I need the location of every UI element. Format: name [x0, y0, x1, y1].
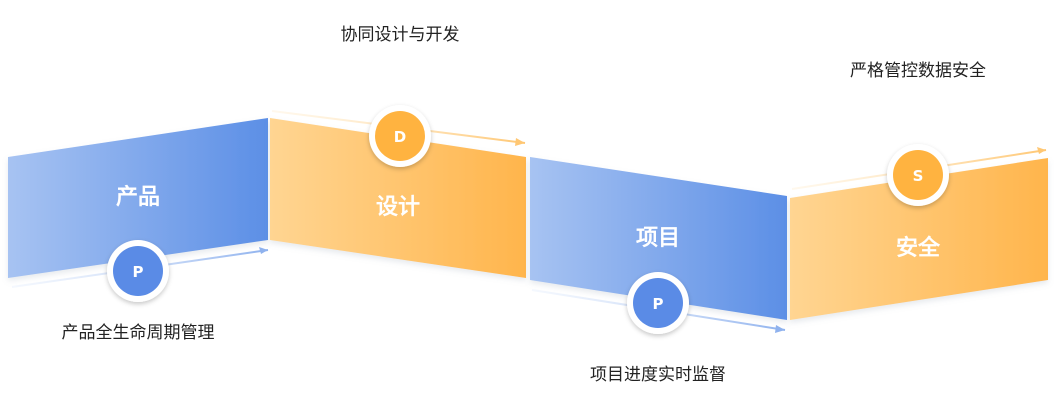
product-guide-arrow: [259, 247, 268, 254]
security-badge-letter: S: [913, 167, 924, 185]
design-guide-arrow: [515, 138, 525, 146]
project-panel: [530, 157, 787, 320]
design-caption: 协同设计与开发: [341, 25, 460, 45]
project-badge-letter: P: [653, 295, 664, 313]
security-badge: S: [887, 144, 949, 206]
project-guide-arrow: [775, 325, 785, 333]
product-badge-letter: P: [133, 263, 144, 281]
product-panel: [8, 118, 268, 278]
stage-design: 设计 D 协同设计与开发: [270, 25, 526, 278]
stage-product: 产品 P 产品全生命周期管理: [8, 118, 269, 343]
product-title: 产品: [116, 185, 160, 210]
product-caption: 产品全生命周期管理: [62, 323, 215, 343]
design-title: 设计: [376, 195, 420, 220]
security-title: 安全: [896, 235, 941, 261]
project-badge: P: [627, 272, 689, 334]
project-caption: 项目进度实时监督: [590, 365, 726, 385]
security-panel: [790, 158, 1048, 320]
security-guide-arrow: [1037, 147, 1046, 154]
design-badge: D: [369, 105, 431, 167]
project-title: 项目: [636, 226, 680, 251]
design-panel: [270, 118, 526, 278]
product-badge: P: [107, 240, 169, 302]
stage-project: 项目 P 项目进度实时监督: [530, 157, 787, 385]
design-badge-letter: D: [394, 128, 406, 146]
stage-security: 安全 S 严格管控数据安全: [790, 61, 1048, 320]
security-caption: 严格管控数据安全: [850, 61, 986, 81]
